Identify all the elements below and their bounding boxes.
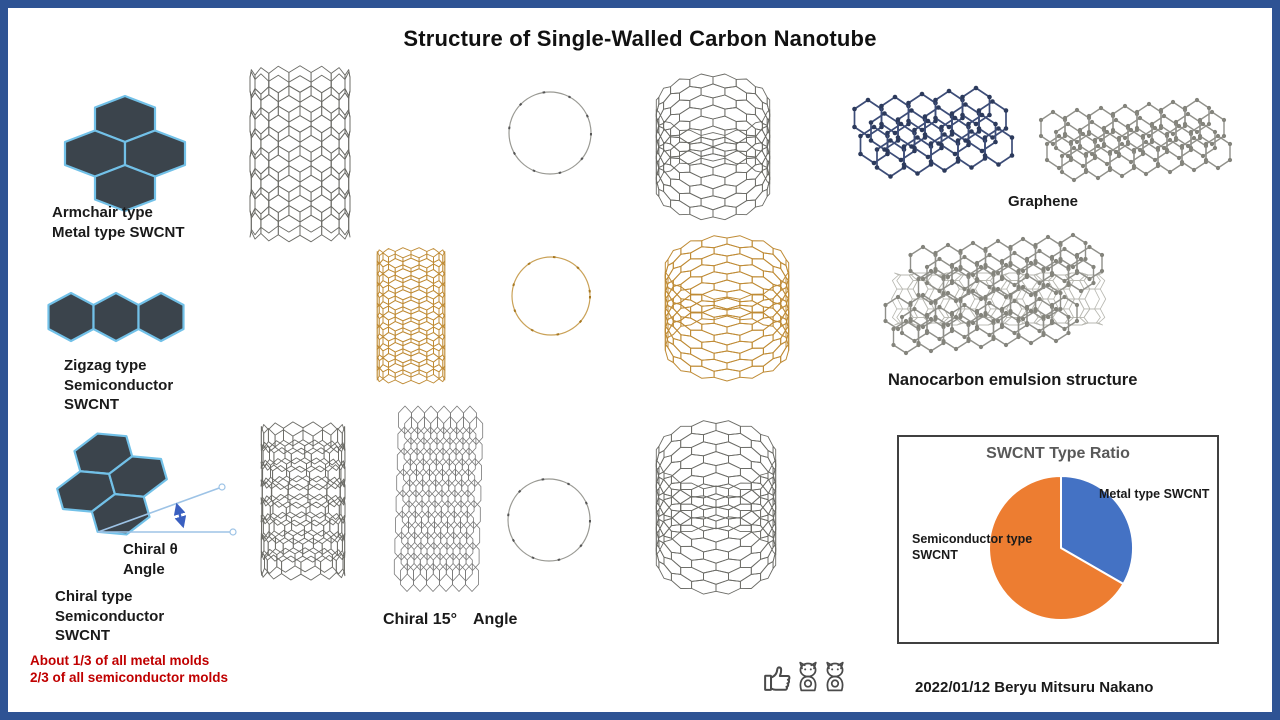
emulsion-bottom-sheet: [883, 282, 1080, 356]
chiral-15-degree-label: Chiral 15° Angle: [383, 611, 518, 628]
chiral-tube-side: [260, 421, 346, 581]
armchair-cross-section-circle: [508, 91, 592, 175]
armchair-type-label: Armchair type Metal type SWCNT: [52, 204, 185, 241]
zigzag-tube-side: [376, 247, 446, 385]
maneki-neko-icon: [826, 661, 844, 692]
armchair-tube-end: [655, 73, 771, 221]
emulsion-top-sheet: [908, 232, 1105, 306]
emulsion-structure-label: Nanocarbon emulsion structure: [888, 371, 1138, 389]
armchair-tube-side: [249, 65, 351, 243]
chiral-unrolled-sheet: [393, 405, 484, 592]
chiral-angle-lines: [97, 483, 237, 536]
chiral-cross-section-circle: [507, 478, 591, 562]
pie-slice-1: [988, 475, 1125, 621]
pie-chart-title: SWCNT Type Ratio: [986, 445, 1130, 462]
chiral-tube-end: [655, 420, 777, 595]
credit-text: 2022/01/12 Beryu Mitsuru Nakano: [915, 679, 1154, 696]
zigzag-cross-section-circle: [511, 256, 591, 336]
chiral-type-label: Chiral type Semiconductor SWCNT: [55, 588, 165, 644]
zigzag-tube-end: [664, 235, 790, 382]
slide-title: Structure of Single-Walled Carbon Nanotu…: [403, 26, 877, 51]
chiral-theta-angle-label: Chiral θ Angle: [123, 541, 178, 578]
metal-slice-label: Metal type SWCNT: [1099, 487, 1210, 501]
maneki-neko-icon: [799, 661, 817, 692]
pie-slice-0: [1060, 475, 1134, 585]
pie-chart-panel: SWCNT Type Ratio Metal type SWCNT Semico…: [897, 435, 1219, 644]
chiral-hexagon-cluster: [56, 432, 168, 536]
pie-chart: [988, 475, 1134, 621]
semiconductor-slice-label: Semiconductor type SWCNT: [912, 532, 1033, 563]
zigzag-hexagon-cluster: [47, 291, 185, 343]
zigzag-type-label: Zigzag type Semiconductor SWCNT: [64, 357, 174, 413]
chiral-angle-arrow-icon: [173, 502, 187, 529]
metal-semiconductor-ratio-note: About 1/3 of all metal molds 2/3 of all …: [30, 653, 229, 685]
graphene-label: Graphene: [1008, 193, 1079, 210]
graphene-sheet-blue: [852, 85, 1015, 179]
graphene-sheet-gray: [1038, 97, 1233, 183]
armchair-hexagon-cluster: [63, 94, 187, 213]
thumbs-up-icon: [764, 666, 791, 691]
